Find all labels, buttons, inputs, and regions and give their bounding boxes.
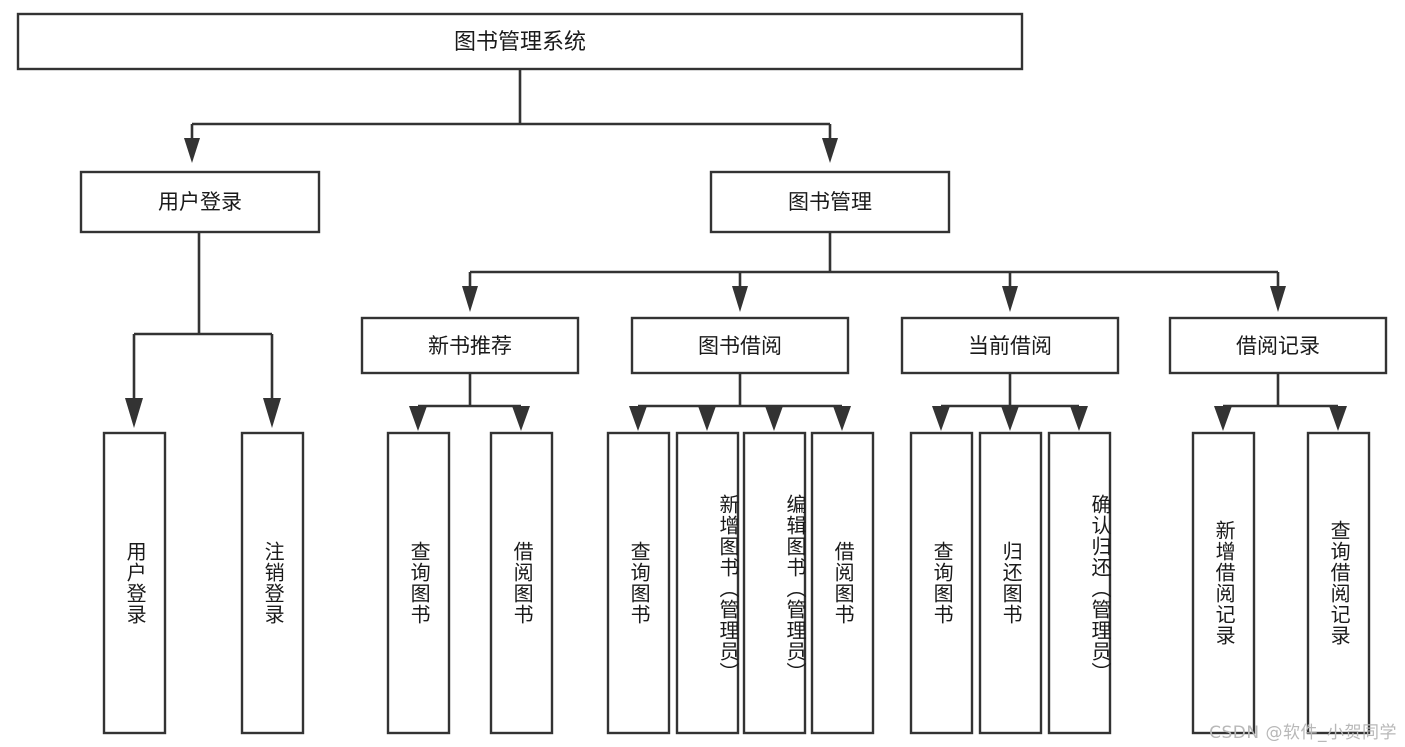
arrow-current-borrow-leaf-1 — [932, 406, 950, 431]
leaf-box-new-book-2[interactable] — [489, 431, 554, 735]
node-book-borrow-box[interactable] — [630, 316, 850, 375]
node-new-book-recommend-box[interactable] — [360, 316, 580, 375]
leaf-box-current-borrow-3[interactable] — [1047, 431, 1112, 735]
arrow-to-book-manage — [822, 138, 838, 163]
node-book-manage[interactable]: 图书管理 — [709, 170, 951, 234]
node-new-book-recommend-label: 新书推荐 — [428, 334, 512, 358]
arrow-new-book-leaf-2 — [512, 406, 530, 431]
node-new-book-recommend[interactable]: 新书推荐 — [360, 316, 580, 375]
leaf-box-book-borrow-4[interactable] — [810, 431, 875, 735]
arrow-book-borrow-leaf-4 — [833, 406, 851, 431]
arrow-to-new-book — [462, 286, 478, 312]
node-borrow-record-box[interactable] — [1168, 316, 1388, 375]
node-user-login-box[interactable] — [79, 170, 321, 234]
node-root[interactable]: 图书管理系统 — [16, 12, 1024, 71]
leaf-box-book-borrow-2[interactable] — [675, 431, 740, 735]
node-borrow-record-label: 借阅记录 — [1236, 334, 1320, 358]
arrow-to-current-borrow — [1002, 286, 1018, 312]
leaf-box-user-login-2[interactable] — [240, 431, 305, 735]
arrow-book-borrow-leaf-2 — [698, 406, 716, 431]
arrow-new-book-leaf-1 — [409, 406, 427, 431]
node-current-borrow-label: 当前借阅 — [968, 334, 1052, 358]
leaf-box-current-borrow-1[interactable] — [909, 431, 974, 735]
arrow-user-login-leaf-2 — [263, 398, 281, 428]
node-current-borrow-box[interactable] — [900, 316, 1120, 375]
connector-current-borrow-to-leaves — [932, 373, 1088, 431]
node-book-borrow[interactable]: 图书借阅 — [630, 316, 850, 375]
arrow-current-borrow-leaf-3 — [1070, 406, 1088, 431]
node-root-box[interactable] — [16, 12, 1024, 71]
leaf-box-user-login-1[interactable] — [102, 431, 167, 735]
connector-new-book-to-leaves — [409, 373, 530, 431]
connector-root-to-level1 — [184, 69, 838, 163]
connector-book-manage-to-level2 — [462, 233, 1286, 312]
arrow-book-borrow-leaf-1 — [629, 406, 647, 431]
arrow-borrow-record-leaf-2 — [1329, 406, 1347, 431]
node-current-borrow[interactable]: 当前借阅 — [900, 316, 1120, 375]
leaf-box-book-borrow-3[interactable] — [742, 431, 807, 735]
node-book-borrow-label: 图书借阅 — [698, 334, 782, 358]
node-book-manage-box[interactable] — [709, 170, 951, 234]
connector-borrow-record-to-leaves — [1214, 373, 1347, 431]
node-book-manage-label: 图书管理 — [788, 190, 872, 214]
arrow-book-borrow-leaf-3 — [765, 406, 783, 431]
leaf-box-book-borrow-1[interactable] — [606, 431, 671, 735]
leaf-box-borrow-record-1[interactable] — [1191, 431, 1256, 735]
node-borrow-record[interactable]: 借阅记录 — [1168, 316, 1388, 375]
connector-book-borrow-to-leaves — [629, 373, 851, 431]
arrow-user-login-leaf-1 — [125, 398, 143, 428]
arrow-borrow-record-leaf-1 — [1214, 406, 1232, 431]
arrow-to-book-borrow — [732, 286, 748, 312]
arrow-to-borrow-record — [1270, 286, 1286, 312]
arrow-to-user-login — [184, 138, 200, 163]
node-user-login-label: 用户登录 — [158, 190, 242, 214]
leaf-box-current-borrow-2[interactable] — [978, 431, 1043, 735]
leaf-box-borrow-record-2[interactable] — [1306, 431, 1371, 735]
leaf-box-new-book-1[interactable] — [386, 431, 451, 735]
csdn-watermark: CSDN @软件_小贺同学 — [1209, 723, 1397, 743]
node-user-login[interactable]: 用户登录 — [79, 170, 321, 234]
node-root-label: 图书管理系统 — [454, 30, 586, 55]
arrow-current-borrow-leaf-2 — [1001, 406, 1019, 431]
connector-user-login-to-leaves — [125, 233, 281, 428]
